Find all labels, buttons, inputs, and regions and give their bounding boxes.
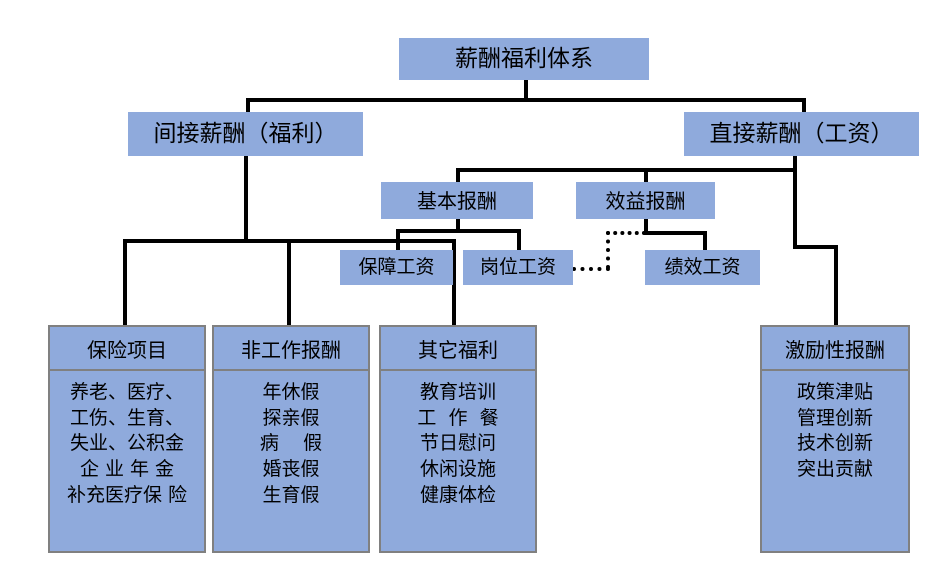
connector-incentive-elbow [793,245,838,249]
panel-insurance-header: 保险项目 [50,327,204,371]
panel-other-benefits[interactable]: 其它福利 教育培训 工 作 餐 节日慰问 休闲设施 健康体检 [379,325,537,553]
list-item: 节日慰问 [419,432,496,455]
connector-performance-pay-down [644,218,648,234]
connector-dotted-post-wage-top [606,231,646,235]
connector-to-basic-pay [456,168,460,182]
panel-other-benefits-body: 教育培训 工 作 餐 节日慰问 休闲设施 健康体检 [381,371,535,551]
panel-insurance[interactable]: 保险项目 养老、医疗、 工伤、生育、 失业、公积金 企 业 年 金 补充医疗保 … [48,325,206,553]
node-post-wage-label: 岗位工资 [479,256,556,278]
connector-direct-level3-bus [456,168,797,172]
list-item: 教育培训 [419,381,496,403]
connector-basic-pay-down [456,218,460,232]
list-item: 年休假 [262,381,320,403]
node-basic-pay[interactable]: 基本报酬 [381,182,533,219]
connector-basic-pay-bus [396,229,520,233]
node-root-label: 薪酬福利体系 [455,45,593,72]
list-item: 突出贡献 [796,457,873,480]
connector-to-other-benefits-panel [452,239,456,325]
panel-insurance-body: 养老、医疗、 工伤、生育、 失业、公积金 企 业 年 金 补充医疗保 险 [50,371,204,551]
connector-to-incentive-panel [834,245,838,325]
node-root-compensation-system[interactable]: 薪酬福利体系 [399,38,649,80]
node-merit-wage[interactable]: 绩效工资 [645,250,760,285]
connector-indirect-spine [244,156,248,242]
node-direct-compensation-label: 直接薪酬（工资） [709,120,894,147]
connector-to-non-work-panel [287,239,291,325]
connector-to-indirect [246,98,250,112]
node-guarantee-wage-label: 保障工资 [358,256,435,278]
list-item: 婚丧假 [262,457,320,480]
node-merit-wage-label: 绩效工资 [664,256,741,278]
list-item: 工 作 餐 [417,406,499,429]
panel-incentive-pay-header: 激励性报酬 [762,327,908,371]
list-item: 政策津贴 [796,381,873,403]
panel-non-work-pay-body: 年休假 探亲假 病 假 婚丧假 生育假 [214,371,368,551]
panel-non-work-pay[interactable]: 非工作报酬 年休假 探亲假 病 假 婚丧假 生育假 [212,325,370,553]
connector-root-bus [246,98,806,102]
node-basic-pay-label: 基本报酬 [417,188,497,213]
list-item: 健康体检 [419,483,496,506]
list-item: 企 业 年 金 [79,457,175,480]
node-performance-pay-label: 效益报酬 [605,188,686,213]
panel-non-work-pay-header: 非工作报酬 [214,327,368,371]
list-item: 管理创新 [796,406,873,429]
connector-to-post-wage [517,229,521,250]
list-item: 休闲设施 [419,457,496,480]
node-guarantee-wage[interactable]: 保障工资 [340,250,453,285]
panel-incentive-pay-body: 政策津贴 管理创新 技术创新 突出贡献 [762,371,908,551]
panel-incentive-pay[interactable]: 激励性报酬 政策津贴 管理创新 技术创新 突出贡献 [760,325,910,553]
connector-to-merit-wage [703,231,707,250]
node-indirect-compensation[interactable]: 间接薪酬（福利） [128,112,363,156]
connector-direct-spine [793,156,797,248]
list-item: 生育假 [262,483,320,506]
list-item: 病 假 [259,432,323,455]
list-item: 失业、公积金 [69,432,184,455]
list-item: 工伤、生育、 [69,406,184,429]
connector-to-direct [802,98,806,112]
connector-to-performance-pay [644,168,648,182]
list-item: 探亲假 [262,406,320,429]
connector-dotted-post-wage-vertical [606,231,610,269]
connector-to-guarantee-wage [396,229,400,250]
connector-to-insurance-panel [123,239,127,325]
node-direct-compensation[interactable]: 直接薪酬（工资） [684,112,919,156]
list-item: 养老、医疗、 [69,381,184,403]
node-post-wage[interactable]: 岗位工资 [463,250,573,285]
connector-dotted-post-wage-horizontal [572,267,610,271]
connector-merit-elbow [644,231,706,235]
list-item: 技术创新 [796,432,873,455]
connector-root-down [524,80,528,101]
node-indirect-compensation-label: 间接薪酬（福利） [153,120,338,147]
panel-other-benefits-header: 其它福利 [381,327,535,371]
list-item: 补充医疗保 险 [66,483,188,506]
node-performance-pay[interactable]: 效益报酬 [576,182,715,219]
